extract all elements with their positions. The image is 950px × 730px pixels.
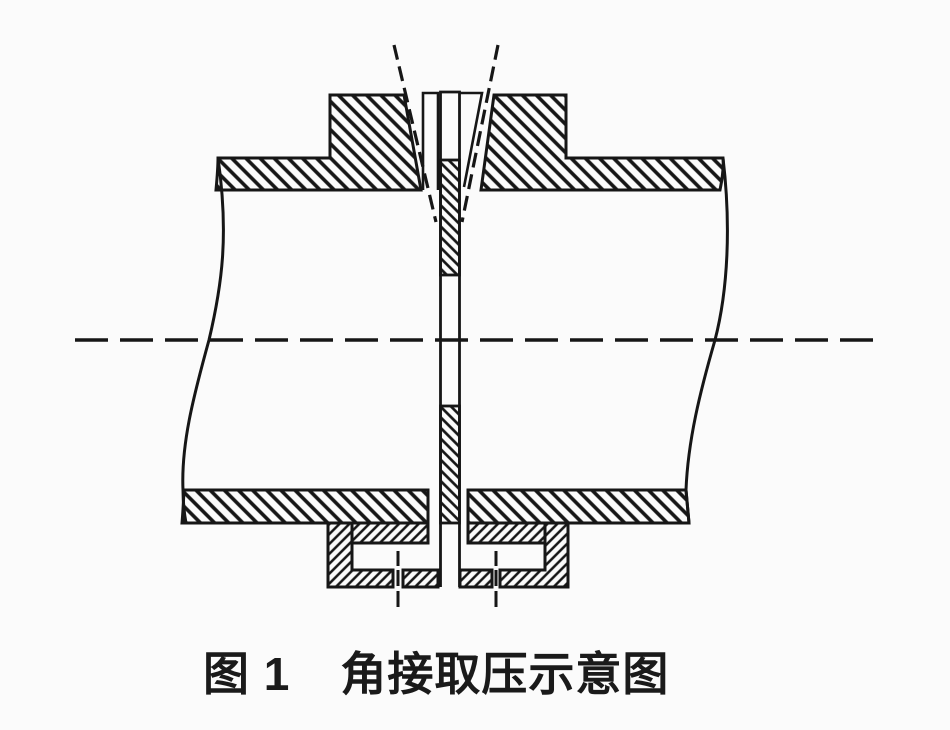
left-tap-ring	[326, 521, 440, 589]
right-tap-ring	[458, 521, 570, 589]
figure-caption-title: 角接取压示意图	[340, 648, 670, 700]
right-tap-axis-dashed-line	[460, 44, 500, 223]
right-annular-slot	[460, 91, 484, 188]
left-annular-slot	[421, 91, 440, 190]
figure-caption-label: 图 1	[203, 648, 291, 700]
upper-left-flange	[214, 93, 423, 192]
lower-right-pipe-wall	[466, 488, 691, 525]
orifice-plate-upper	[439, 158, 461, 277]
upper-right-flange	[479, 93, 725, 192]
orifice-plate-lower	[439, 404, 461, 525]
lower-left-pipe-wall	[180, 488, 430, 525]
left-pipe-break-line	[181, 157, 225, 524]
left-tap-axis-dashed-line	[392, 44, 438, 223]
figure-caption: 图 1 角接取压示意图	[203, 648, 669, 700]
right-pipe-break-line	[684, 157, 729, 524]
